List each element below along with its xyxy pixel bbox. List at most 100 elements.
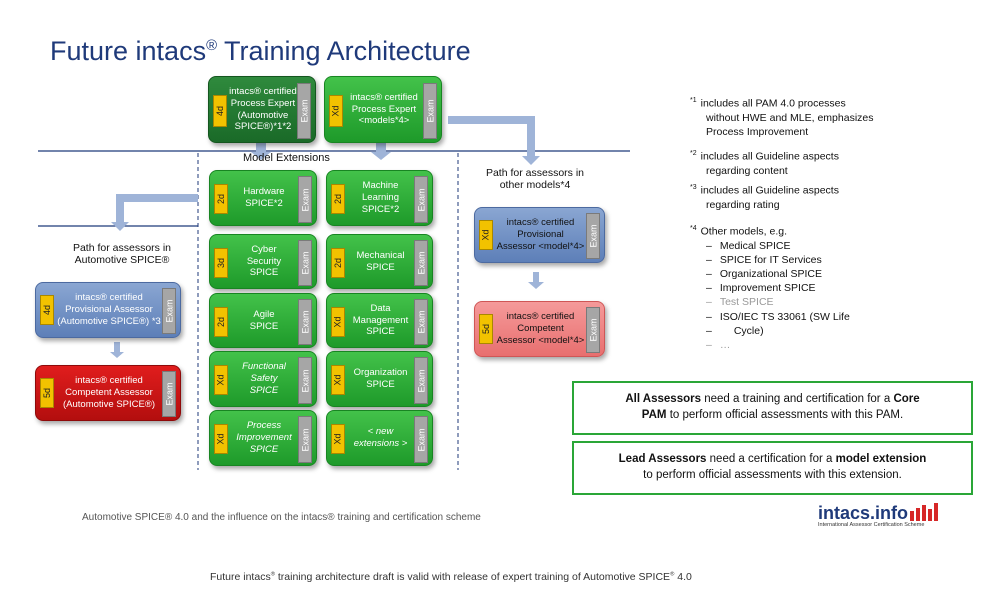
box-line: Data xyxy=(370,302,391,314)
list-item: Cycle) xyxy=(706,324,850,338)
arrow-expert-auto xyxy=(251,143,271,160)
box-line: Security xyxy=(246,255,282,267)
duration-tag: 5d xyxy=(40,378,54,408)
box-line: Hardware xyxy=(243,186,285,198)
duration-tag: Xd xyxy=(331,307,345,337)
box-line: intacs® certified xyxy=(506,311,575,323)
callout-lead-assessors: Lead Assessors need a certification for … xyxy=(572,441,973,495)
box-line: SPICE xyxy=(366,261,395,273)
list-item: Organizational SPICE xyxy=(706,267,850,281)
exam-tag: Exam xyxy=(423,83,437,139)
exam-tag: Exam xyxy=(586,213,600,259)
arrow-to-other-models xyxy=(448,116,540,165)
callout-all-assessors: All Assessors need a training and certif… xyxy=(572,381,973,435)
exam-tag: Exam xyxy=(414,357,428,404)
exam-tag: Exam xyxy=(298,299,312,345)
box-line: intacs® certified xyxy=(506,217,575,229)
duration-tag: 3d xyxy=(214,248,228,278)
bars-icon xyxy=(910,503,939,521)
box-line: Process xyxy=(246,420,282,432)
box-line: <models*4> xyxy=(358,115,410,127)
box-line: (Automotive SPICE®) *3 xyxy=(57,315,161,327)
box-line: (Automotive SPICE®) xyxy=(63,398,155,410)
box-line: Provisional xyxy=(517,229,564,241)
box-line: SPICE®)*1*2 xyxy=(234,121,292,133)
box-line: Machine xyxy=(362,180,399,192)
box-line: Mechanical xyxy=(356,249,405,261)
box-line: Improvement xyxy=(236,432,292,444)
page-title: Future intacs® Training Architecture xyxy=(50,36,471,66)
exam-tag: Exam xyxy=(414,416,428,463)
box-line: Agile xyxy=(253,308,275,320)
exam-tag: Exam xyxy=(298,176,312,223)
slide-subtitle: Automotive SPICE® 4.0 and the influence … xyxy=(82,512,481,523)
box-line: (Automotive xyxy=(237,109,289,121)
box-line: SPICE xyxy=(249,320,279,332)
box-line: intacs® certified xyxy=(75,375,143,387)
list-item: Test SPICE xyxy=(706,295,850,309)
box-line: SPICE xyxy=(366,326,395,338)
duration-tag: 2d xyxy=(214,307,228,337)
path-automotive-label: Path for assessors in Automotive SPICE® xyxy=(72,242,172,266)
duration-tag: 5d xyxy=(479,314,493,344)
box-line: Assessor <model*4> xyxy=(496,334,585,346)
box-line: Functional xyxy=(242,361,286,373)
box-line: Process Expert xyxy=(230,97,296,109)
intacs-logo: intacs.info International Assessor Certi… xyxy=(818,503,944,528)
box-line: < new xyxy=(367,426,394,438)
box-line: Cyber xyxy=(251,243,277,255)
box-line: extensions > xyxy=(353,438,408,449)
box-line: SPICE*2 xyxy=(245,198,283,209)
duration-tag: Xd xyxy=(479,220,493,250)
list-item: ISO/IEC TS 33061 (SW Life xyxy=(706,310,850,324)
other-models-list: Medical SPICE SPICE for IT Services Orga… xyxy=(690,239,850,352)
box-line: Learning xyxy=(362,192,399,204)
box-line: SPICE*2 xyxy=(361,203,400,215)
box-line: intacs® certified xyxy=(350,91,418,103)
duration-tag: 2d xyxy=(331,248,345,278)
duration-tag: Xd xyxy=(329,95,343,127)
duration-tag: 4d xyxy=(213,95,227,127)
exam-tag: Exam xyxy=(298,416,312,463)
bottom-note: Future intacs® training architecture dra… xyxy=(210,571,692,583)
box-line: SPICE xyxy=(249,384,279,396)
box-line: Organization xyxy=(353,367,408,379)
exam-tag: Exam xyxy=(298,240,312,286)
list-item: Improvement SPICE xyxy=(706,281,850,295)
duration-tag: 2d xyxy=(331,184,345,214)
list-item: SPICE for IT Services xyxy=(706,253,850,267)
list-item: … xyxy=(706,338,850,352)
exam-tag: Exam xyxy=(414,299,428,345)
box-line: SPICE xyxy=(249,267,279,279)
box-line: intacs® certified xyxy=(75,292,143,304)
box-line: SPICE xyxy=(249,443,279,455)
duration-tag: Xd xyxy=(331,424,345,454)
exam-tag: Exam xyxy=(414,176,428,223)
box-line: intacs® certified xyxy=(229,85,297,97)
list-item: Medical SPICE xyxy=(706,239,850,253)
box-line: SPICE xyxy=(366,379,395,390)
box-line: Management xyxy=(352,314,409,326)
duration-tag: Xd xyxy=(331,365,345,395)
duration-tag: Xd xyxy=(214,424,228,454)
exam-tag: Exam xyxy=(414,240,428,286)
